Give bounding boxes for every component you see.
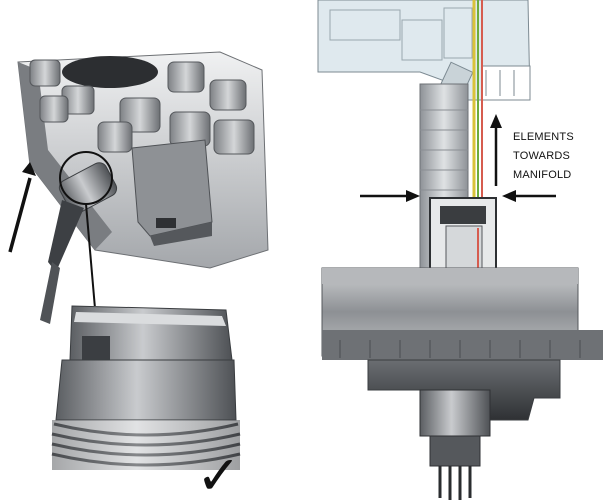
- arrow-up-left-icon: [8, 162, 36, 253]
- check-mark-icon: ✓: [196, 444, 241, 501]
- magnify-leader-line: [85, 203, 97, 321]
- direction-annotation: ELEMENTS TOWARDS MANIFOLD: [513, 131, 574, 181]
- cable-bundle: [438, 466, 472, 500]
- zoomed-connector: [48, 305, 241, 470]
- arrow-right-icon: [360, 190, 420, 202]
- manifold-top-view: [17, 51, 269, 324]
- center-opening: [62, 56, 158, 88]
- manifold-section-view: [317, 0, 603, 500]
- annotation-line-1: ELEMENTS: [513, 131, 574, 143]
- annotation-line-2: TOWARDS: [513, 150, 570, 162]
- arrow-left-icon: [502, 190, 556, 202]
- annotation-line-3: MANIFOLD: [513, 169, 571, 181]
- socket-ring: [29, 59, 255, 155]
- arrow-up-icon: [490, 114, 502, 186]
